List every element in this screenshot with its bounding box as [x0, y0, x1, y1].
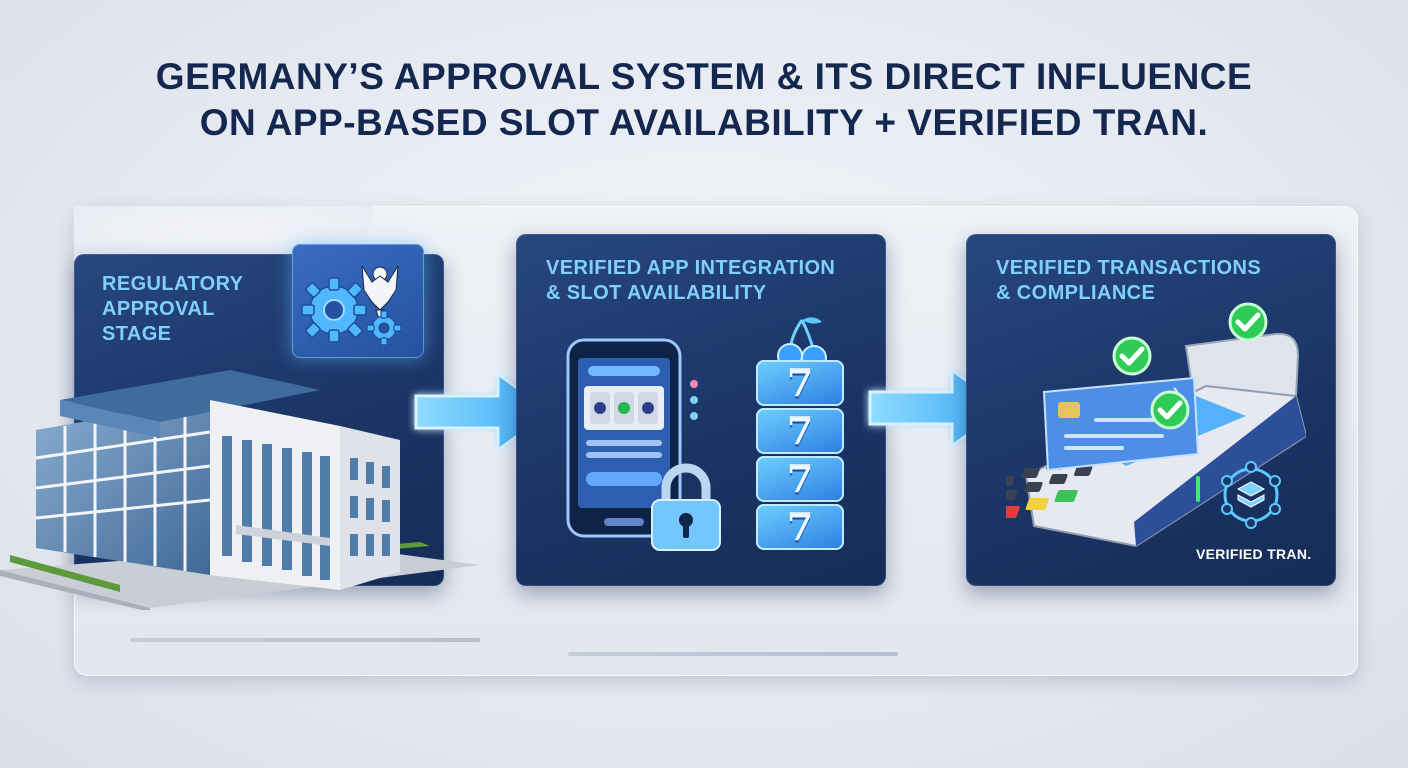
accent-line-center — [568, 652, 898, 656]
building-icon — [0, 370, 480, 610]
stage-3-title-line-1: VERIFIED TRANSACTIONS — [996, 257, 1262, 279]
slot-symbol: 7 — [786, 360, 814, 405]
accent-line-left — [130, 638, 480, 642]
stage-card-transactions: VERIFIED TRANSACTIONS & COMPLIANCE — [966, 234, 1336, 586]
phone-icon — [566, 338, 698, 538]
slot-symbol: 7 — [786, 504, 814, 549]
small-gear-icon — [366, 310, 402, 346]
stage-2-title-line-1: VERIFIED APP INTEGRATION — [546, 257, 836, 279]
slot-symbol: 7 — [786, 456, 814, 501]
slot-block: 7 — [756, 408, 844, 454]
slot-reel-icon: 7 7 7 7 — [756, 360, 848, 550]
slot-block: 7 — [756, 456, 844, 502]
stage-card-app-integration: VERIFIED APP INTEGRATION & SLOT AVAILABI… — [516, 234, 886, 586]
checkmark-icon — [1228, 302, 1268, 342]
stage-3-title: VERIFIED TRANSACTIONS & COMPLIANCE — [996, 256, 1261, 306]
page-title-line-1: GERMANY’S APPROVAL SYSTEM & ITS DIRECT I… — [155, 56, 1253, 97]
verified-badge-label: VERIFIED TRAN. — [1196, 546, 1312, 562]
checkmark-icon — [1150, 390, 1190, 430]
page-title-line-2: ON APP-BASED SLOT AVAILABILITY + VERIFIE… — [199, 102, 1209, 143]
stage-1-title-line-1: REGULATORY — [102, 273, 244, 295]
stage-3-title-line-2: & COMPLIANCE — [996, 282, 1156, 304]
stage-1-title: REGULATORY APPROVAL STAGE — [102, 272, 243, 347]
slot-symbol: 7 — [786, 408, 814, 453]
slot-block: 7 — [756, 360, 844, 406]
gear-emblem-panel — [292, 244, 424, 358]
padlock-icon — [651, 463, 721, 551]
stage-1-title-line-2: APPROVAL — [102, 298, 215, 320]
checkmark-icon — [1112, 336, 1152, 376]
network-node-icon — [1221, 461, 1281, 529]
gear-icon — [301, 277, 367, 343]
eagle-emblem-icon — [361, 265, 399, 324]
stage-2-title-line-2: & SLOT AVAILABILITY — [546, 282, 767, 304]
stage-1-title-line-3: STAGE — [102, 323, 172, 345]
slot-block: 7 — [756, 504, 844, 550]
stage-2-title: VERIFIED APP INTEGRATION & SLOT AVAILABI… — [546, 256, 835, 306]
page-title: GERMANY’S APPROVAL SYSTEM & ITS DIRECT I… — [0, 54, 1408, 146]
